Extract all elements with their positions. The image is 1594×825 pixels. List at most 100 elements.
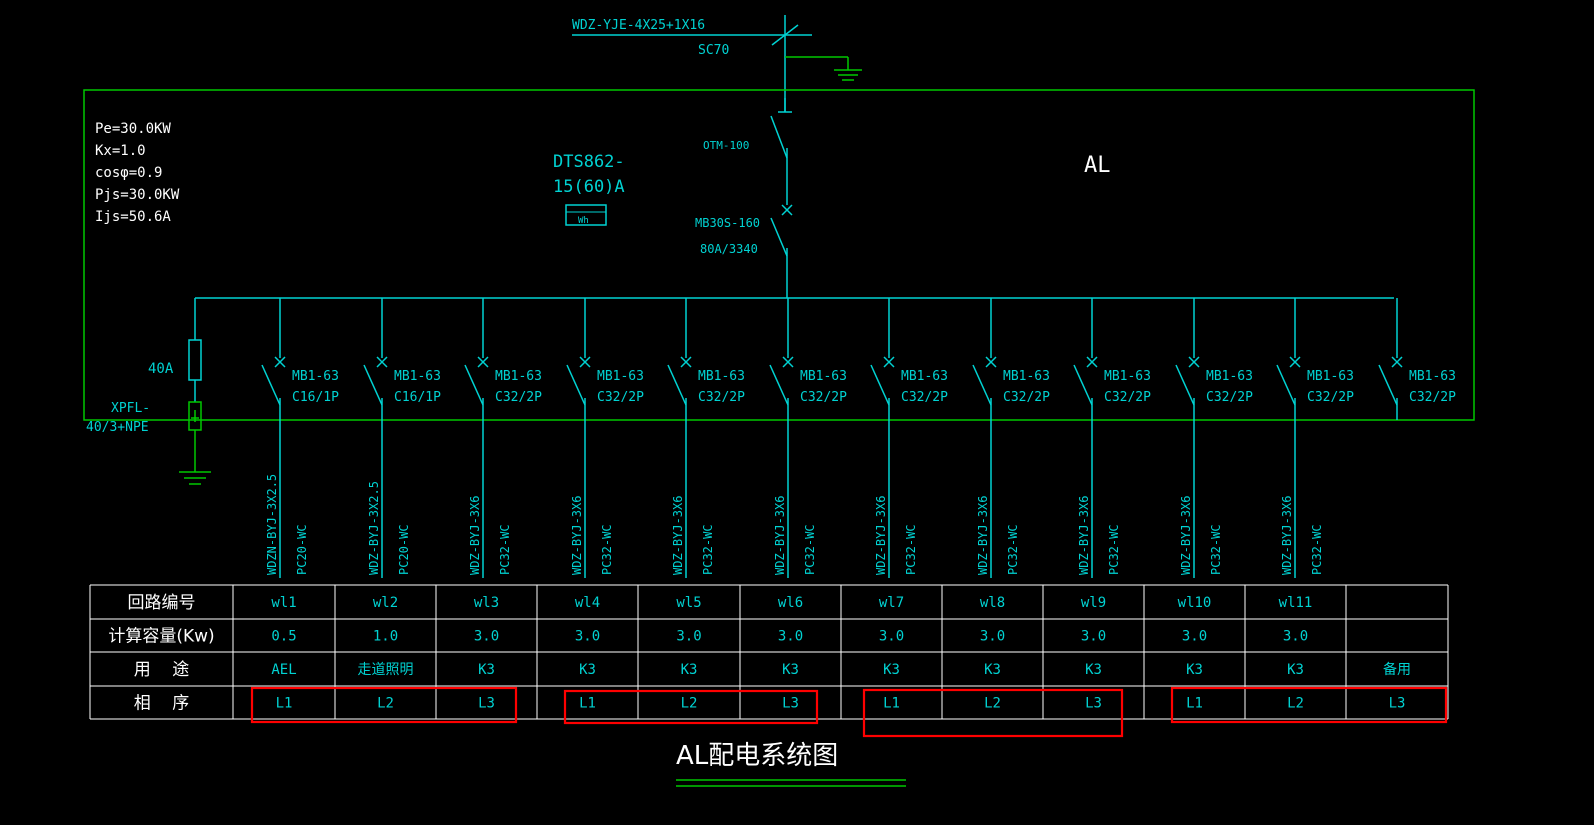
spd-model-rating: 40/3+NPE <box>86 420 149 435</box>
meter-rating: 15(60)A <box>553 177 625 197</box>
meter-symbol: Wh <box>578 216 589 226</box>
breaker-model: MB1-63 <box>901 369 948 384</box>
breaker-model: MB1-63 <box>1003 369 1050 384</box>
phase-group-highlight <box>250 686 518 724</box>
table-cell: K3 <box>1186 662 1203 678</box>
panel-enclosure <box>83 89 1475 421</box>
table-cell: L3 <box>782 696 799 712</box>
spd-ground-icon <box>179 471 211 485</box>
branch-cable: WDZ-BYJ-3X6 <box>1280 496 1294 575</box>
table-cell: L1 <box>276 696 293 712</box>
table-cell: 3.0 <box>778 629 803 645</box>
param-pjs: Pjs=30.0KW <box>95 187 180 203</box>
breaker-model: MB1-63 <box>1206 369 1253 384</box>
breaker-cross-icon <box>376 356 388 368</box>
param-pe: Pe=30.0KW <box>95 121 171 137</box>
table-cell: K3 <box>681 662 698 678</box>
branch-conduit: PC32-WC <box>1006 524 1020 575</box>
table-cell: L3 <box>1085 696 1102 712</box>
breaker-blade <box>1175 364 1195 406</box>
breaker-cross-icon <box>579 356 591 368</box>
table-cell: wl4 <box>575 595 600 611</box>
breaker-blade <box>261 364 281 406</box>
branch-cable: WDZN-BYJ-3X2.5 <box>265 474 279 575</box>
breaker-rating: C16/1P <box>394 390 441 405</box>
branch-conduit: PC20-WC <box>397 524 411 575</box>
table-cell: 3.0 <box>980 629 1005 645</box>
breaker-rating: C32/2P <box>597 390 644 405</box>
table-row-header: 相 序 <box>134 694 190 714</box>
breaker-cross-icon <box>782 356 794 368</box>
table-cell: L2 <box>377 696 394 712</box>
table-cell: wl11 <box>1279 595 1313 611</box>
table-row-header: 用 途 <box>134 660 190 680</box>
branch-conduit: PC20-WC <box>295 524 309 575</box>
table-cell: K3 <box>883 662 900 678</box>
table-cell: K3 <box>1085 662 1102 678</box>
branch-cable: WDZ-BYJ-3X6 <box>1077 496 1091 575</box>
branch-conduit: PC32-WC <box>904 524 918 575</box>
table-cell: L2 <box>984 696 1001 712</box>
breaker-blade <box>972 364 992 406</box>
breaker-blade <box>769 364 789 406</box>
branch-conduit: PC32-WC <box>498 524 512 575</box>
branch-conduit: PC32-WC <box>1209 524 1223 575</box>
spd-model: XPFL- <box>111 401 150 416</box>
breaker-rating: C32/2P <box>1206 390 1253 405</box>
table-cell: wl3 <box>474 595 499 611</box>
table-cell: 3.0 <box>1081 629 1106 645</box>
ground-icon <box>785 56 862 81</box>
table-cell: K3 <box>984 662 1001 678</box>
table-cell: K3 <box>579 662 596 678</box>
breaker-rating: C32/2P <box>698 390 745 405</box>
param-cos: cosφ=0.9 <box>95 165 162 181</box>
branch-cable: WDZ-BYJ-3X6 <box>976 496 990 575</box>
branch-cable: WDZ-BYJ-3X6 <box>773 496 787 575</box>
main-breaker-rating: 80A/3340 <box>700 242 758 256</box>
table-cell: 3.0 <box>1182 629 1207 645</box>
load-parameters: Pe=30.0KW Kx=1.0 cosφ=0.9 Pjs=30.0KW Ijs… <box>95 121 180 225</box>
breaker-blade <box>870 364 890 406</box>
breaker-rating: C32/2P <box>800 390 847 405</box>
breaker-model: MB1-63 <box>394 369 441 384</box>
breaker-model: MB1-63 <box>1104 369 1151 384</box>
table-cell: L1 <box>579 696 596 712</box>
breaker-rating: C16/1P <box>292 390 339 405</box>
table-cell: 3.0 <box>575 629 600 645</box>
table-cell: K3 <box>1287 662 1304 678</box>
branch-conduit: PC32-WC <box>701 524 715 575</box>
table-cell: wl8 <box>980 595 1005 611</box>
diagram-caption: AL配电系统图 <box>676 741 906 787</box>
table-cell: K3 <box>782 662 799 678</box>
breaker-blade <box>667 364 687 406</box>
breaker-cross-icon <box>985 356 997 368</box>
table-cell: wl7 <box>879 595 904 611</box>
branch-cable: WDZ-BYJ-3X6 <box>671 496 685 575</box>
breaker-model: MB1-63 <box>1307 369 1354 384</box>
table-cell: L1 <box>1186 696 1203 712</box>
breaker-blade <box>1276 364 1296 406</box>
branch-conduit: PC32-WC <box>803 524 817 575</box>
breaker-cross-icon <box>1391 356 1403 368</box>
table-cell: 1.0 <box>373 629 398 645</box>
breaker-blade <box>363 364 383 406</box>
breaker-model: MB1-63 <box>1409 369 1456 384</box>
incoming-cable-label: WDZ-YJE-4X25+1X16 <box>572 18 705 33</box>
table-cell: 走道照明 <box>358 662 414 678</box>
phase-group-highlight <box>1170 686 1448 724</box>
branch-cable: WDZ-BYJ-3X6 <box>468 496 482 575</box>
table-cell: wl6 <box>778 595 803 611</box>
meter-model: DTS862- <box>553 152 625 172</box>
breaker-model: MB1-63 <box>698 369 745 384</box>
table-cell: L2 <box>1287 696 1304 712</box>
table-cell: 0.5 <box>271 629 296 645</box>
breaker-cross-icon <box>274 356 286 368</box>
